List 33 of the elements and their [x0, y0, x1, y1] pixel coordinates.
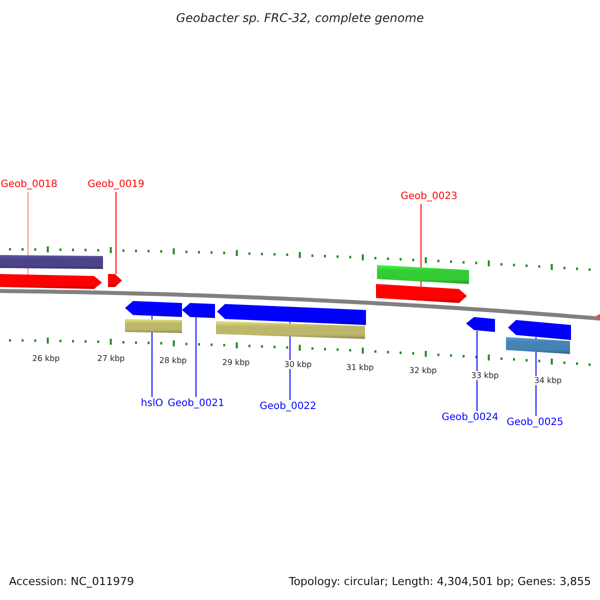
gene-label: Geob_0023 [400, 191, 458, 203]
gene-feature [108, 274, 122, 287]
scale-label: 30 kbp [284, 360, 312, 369]
gene-label: Geob_0022 [260, 401, 316, 413]
diagram-title: Geobacter sp. FRC-32, complete genome [176, 11, 424, 25]
scale-label: 34 kbp [534, 376, 562, 385]
gene-feature [217, 304, 366, 325]
leader-line [476, 330, 478, 412]
scale-label: 26 kbp [32, 354, 60, 363]
gene-label: Geob_0019 [88, 179, 144, 191]
gene-label: Geob_0021 [168, 398, 224, 410]
scale-label: 32 kbp [409, 366, 437, 375]
gene-label: hslO [140, 398, 164, 410]
gene-feature [376, 284, 467, 303]
gene-feature [182, 303, 215, 318]
gene-feature [466, 317, 495, 332]
accession-label: Accession: NC_011979 [9, 575, 134, 588]
gene-feature [0, 255, 103, 269]
gene-label: Geob_0025 [506, 417, 564, 429]
scale-label: 31 kbp [346, 363, 374, 372]
scale-label: 33 kbp [471, 371, 499, 380]
gene-feature [506, 337, 570, 354]
scale-label: 27 kbp [97, 354, 125, 363]
genome-info: Topology: circular; Length: 4,304,501 bp; Genes: 3,855 [288, 575, 591, 588]
scale-label: 28 kbp [159, 356, 187, 365]
gene-feature [377, 265, 469, 284]
gene-feature [0, 274, 102, 289]
gene-feature [125, 301, 182, 317]
gene-label: Geob_0018 [0, 179, 58, 191]
scale-label: 29 kbp [222, 358, 250, 367]
gene-feature [508, 320, 571, 340]
gene-feature [125, 319, 182, 333]
gene-label: Geob_0024 [442, 412, 498, 424]
